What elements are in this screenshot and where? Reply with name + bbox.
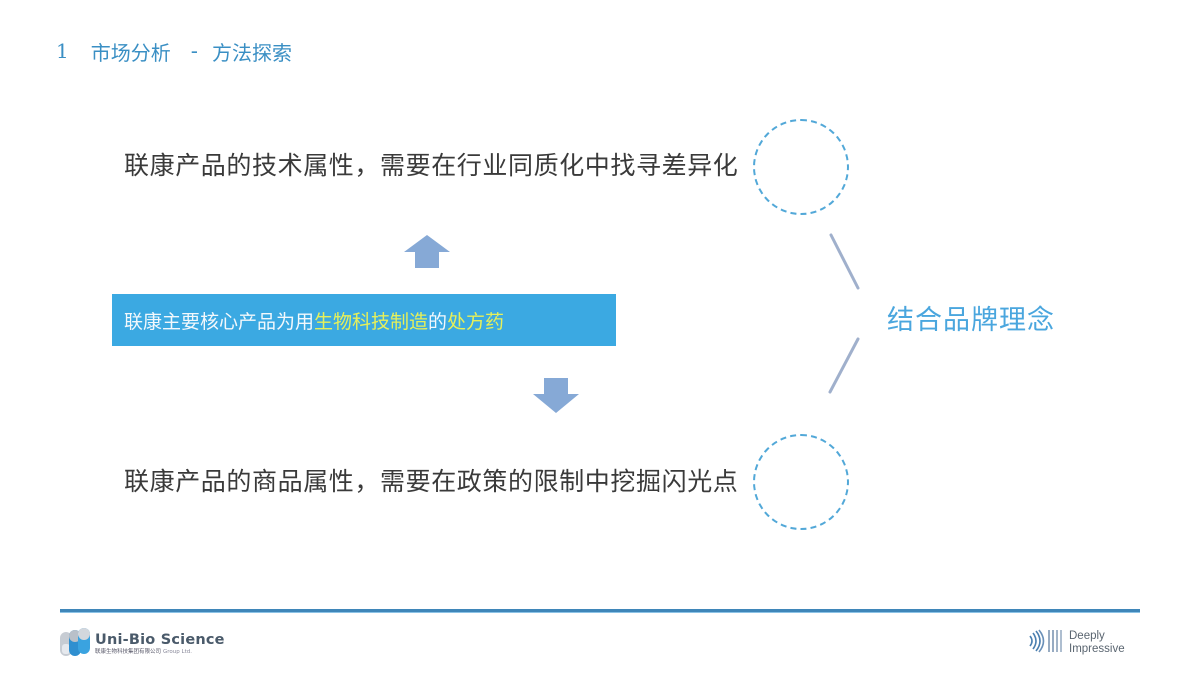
company-name: Uni-Bio Science	[95, 632, 225, 648]
section-subtitle: 方法探索	[211, 40, 292, 65]
company-subtitle-en: Group Ltd.	[163, 648, 192, 655]
capsule-logo-icon	[58, 626, 92, 662]
dashed-circle-highlight-top	[753, 119, 849, 215]
company-subtitle-cn: 联康生物科技集团有限公司	[95, 648, 162, 655]
section-title: 市场分析	[90, 40, 171, 65]
connector-line-lower	[828, 337, 860, 394]
commercial-attribute-statement: 联康产品的商品属性，需要在政策的限制中挖掘闪光点	[124, 467, 739, 496]
header-separator: -	[190, 39, 198, 63]
footer-divider	[60, 609, 1140, 613]
technical-attribute-statement: 联康产品的技术属性，需要在行业同质化中找寻差异化	[124, 151, 739, 180]
connector-line-upper	[829, 233, 860, 290]
arrow-down-icon	[532, 377, 580, 415]
tagline-line1: Deeply	[1069, 630, 1105, 642]
core-text-part1: 联康主要核心产品为用	[124, 310, 315, 333]
bracket-connector	[820, 228, 870, 404]
sound-wave-icon	[1027, 628, 1065, 658]
section-number: 1	[56, 39, 69, 63]
core-highlight-prescription: 处方药	[447, 310, 505, 333]
core-text-part2: 的	[428, 310, 448, 333]
brand-concept-label: 结合品牌理念	[887, 305, 1055, 336]
page-header: 1 市场分析 - 方法探索	[56, 36, 292, 66]
core-product-banner: 联康主要核心产品为用生物科技制造的处方药	[112, 294, 616, 346]
dashed-circle-highlight-bottom	[753, 434, 849, 530]
tagline-line2: Impressive	[1069, 643, 1125, 655]
arrow-up-icon	[403, 234, 451, 270]
tagline-logo: Deeply Impressive	[1027, 628, 1125, 658]
core-highlight-biotech: 生物科技制造	[314, 310, 429, 333]
